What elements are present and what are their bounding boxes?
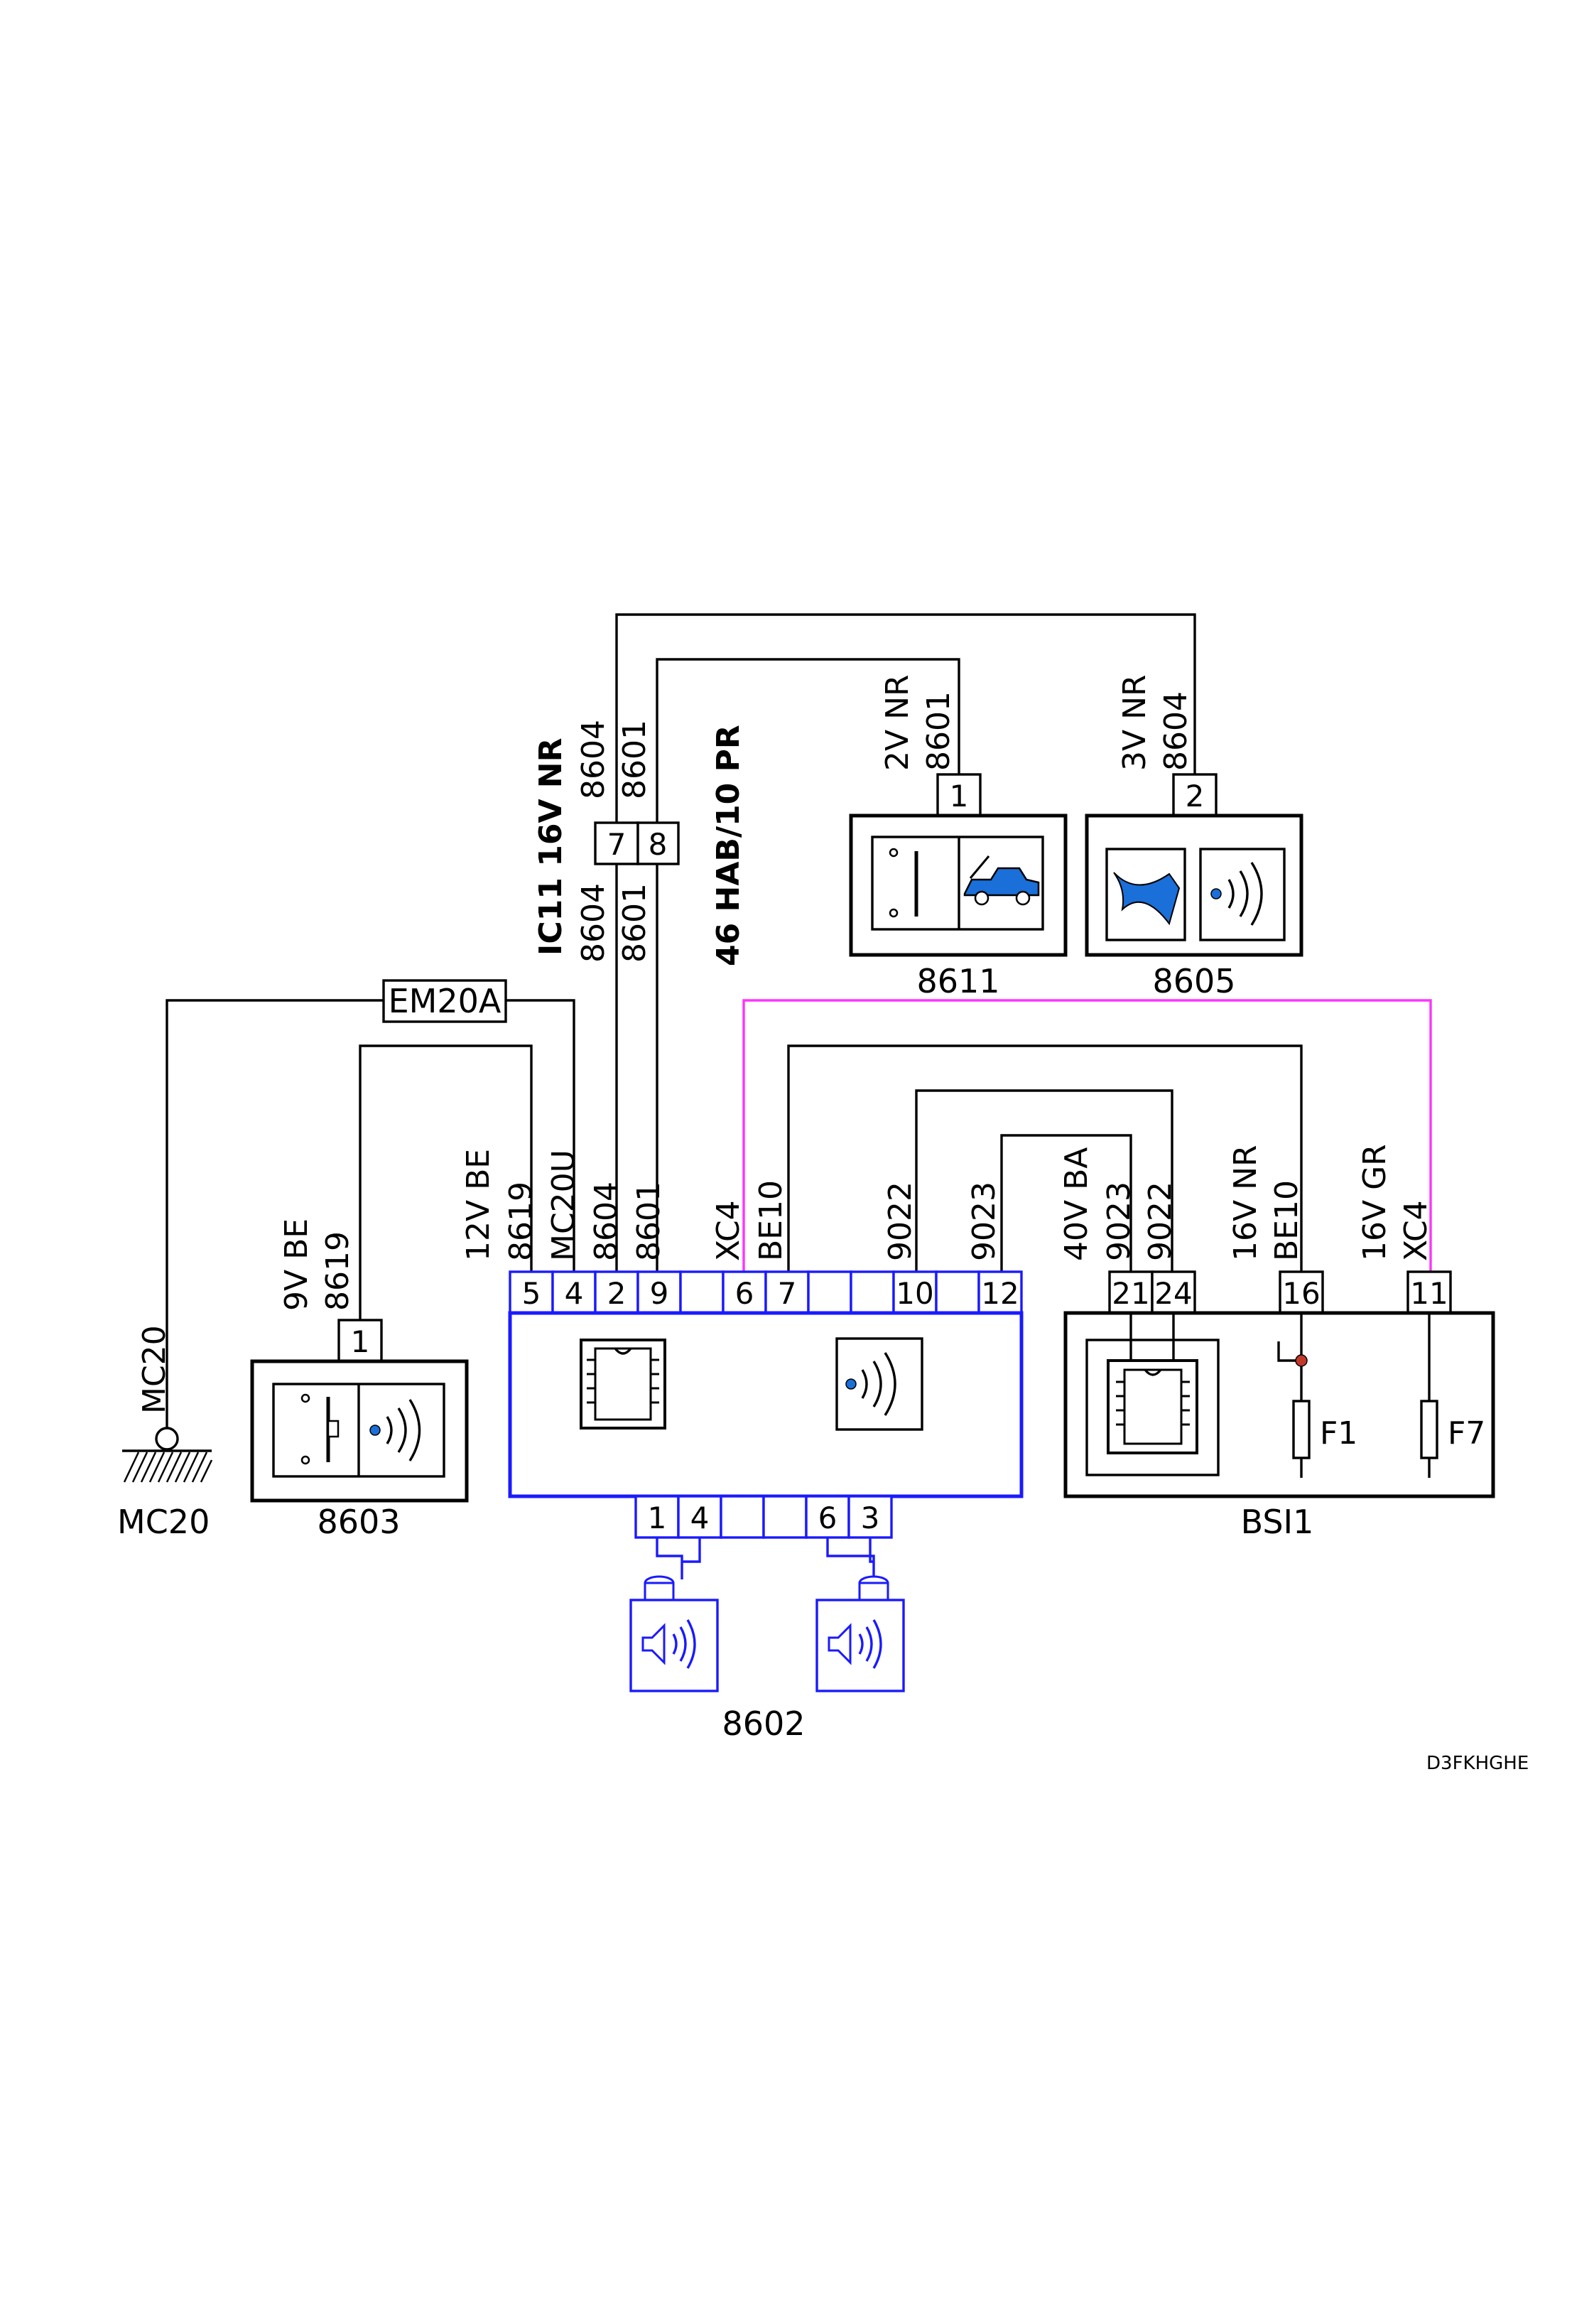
8602-pin-9: 9 [650, 1276, 669, 1311]
8602-pin-12: 12 [981, 1276, 1019, 1311]
label-8619: 8619 [503, 1182, 539, 1261]
ground-icon [155, 1427, 179, 1451]
8611-label: 8611 [916, 962, 999, 1000]
harness-note: 46 HAB/10 PR [710, 725, 747, 966]
speaker-icon [815, 1575, 905, 1692]
fuse-f7-icon [1420, 1400, 1438, 1459]
bsi-pin-24: 24 [1154, 1276, 1192, 1311]
em20a-label: EM20A [389, 982, 501, 1020]
label-bsi-xc4: XC4 [1398, 1200, 1434, 1261]
wire-8604-top [615, 613, 1196, 823]
label-12v-be: 12V BE [460, 1149, 497, 1261]
8602-pin-7: 7 [778, 1276, 797, 1311]
label-xc4: XC4 [710, 1200, 747, 1261]
8602-spk-pin-4: 4 [690, 1501, 710, 1535]
chip-icon [1107, 1313, 1198, 1454]
8602-pin-6: 6 [735, 1276, 754, 1311]
horn-icon [1113, 872, 1181, 926]
8602-spk-pin-6: 6 [818, 1501, 837, 1535]
label-8601: 8601 [631, 1182, 667, 1261]
8602-pin-10: 10 [896, 1276, 933, 1311]
label-40v-ba: 40V BA [1058, 1147, 1095, 1261]
label-mc20u: MC20U [546, 1150, 582, 1261]
8602-spk-pin-1: 1 [648, 1501, 667, 1535]
ground-label: MC20 [117, 1503, 210, 1541]
8602-label: 8602 [722, 1704, 805, 1743]
fuse-f1-icon [1292, 1400, 1311, 1459]
ground-mc20: MC20 [117, 1427, 213, 1541]
wire-8601-top [656, 658, 960, 823]
component-8611: 1 8611 [849, 773, 1068, 1000]
bsi-pin-21: 21 [1112, 1276, 1149, 1311]
component-8605: 2 8605 [1085, 773, 1303, 1000]
component-bsi1: 21 24 16 11 F1 F7 [1063, 1270, 1495, 1541]
label-8604-mid: 8604 [575, 883, 612, 963]
label-8611-conn: 2V NR [879, 674, 916, 771]
label-8603-conn: 9V BE [278, 1218, 315, 1311]
8605-label: 8605 [1152, 962, 1235, 1000]
alarm-sensor-icon [835, 1337, 923, 1431]
label-8604: 8604 [588, 1182, 624, 1261]
label-8604-top: 8604 [575, 720, 612, 799]
8602-bottom-pins: 1 4 6 3 [634, 1495, 893, 1539]
label-bsi-be10: BE10 [1269, 1180, 1305, 1261]
ic11-pin-8-box [636, 821, 680, 865]
label-8601-top: 8601 [617, 720, 653, 799]
wire-be10 [787, 1044, 1303, 1272]
8602-pin-4: 4 [565, 1276, 584, 1311]
8603-label: 8603 [317, 1503, 400, 1541]
label-8603-wire: 8619 [320, 1231, 356, 1311]
ic11-label: IC11 16V NR [533, 737, 569, 956]
connector-ic11: 7 8 IC11 16V NR 46 HAB/10 PR [533, 725, 747, 966]
wire-9023 [1000, 1134, 1132, 1272]
wire-9022 [915, 1089, 1173, 1272]
8602-spk-pin-3: 3 [861, 1501, 880, 1535]
wire-network [166, 613, 1432, 1428]
speaker-icon [629, 1575, 719, 1692]
label-mc20-wire: MC20 [136, 1325, 173, 1414]
ic11-pin-7: 7 [607, 827, 627, 862]
8611-pin-1: 1 [950, 779, 969, 814]
chip-icon [580, 1339, 666, 1429]
label-16v-nr: 16V NR [1227, 1145, 1264, 1261]
bsi-pin-11: 11 [1410, 1276, 1448, 1311]
8605-pin-2: 2 [1186, 779, 1205, 814]
fuse-f1-label: F1 [1320, 1415, 1357, 1452]
component-8602: 5 4 2 9 6 7 10 12 [508, 1270, 1024, 1743]
label-be10: BE10 [753, 1180, 789, 1261]
label-8605-conn: 3V NR [1117, 674, 1153, 771]
label-9022: 9022 [882, 1182, 918, 1261]
wire-labels: 8604 8601 8604 8601 8601 2V NR 8604 3V N… [136, 674, 1434, 1414]
wire-8619 [359, 1044, 533, 1320]
fuse-f7-label: F7 [1448, 1415, 1485, 1452]
alarm-sensor-icon [1210, 862, 1263, 926]
8602-top-pins: 5 4 2 9 6 7 10 12 [509, 1270, 1023, 1314]
ic11-pin-7-box [594, 821, 639, 865]
splice-em20a: EM20A [382, 979, 507, 1023]
label-9023: 9023 [966, 1182, 1002, 1261]
label-8601-mid: 8601 [617, 883, 653, 963]
diagram-code: D3FKHGHE [1426, 1753, 1529, 1774]
8602-pin-5: 5 [522, 1276, 541, 1311]
ic11-pin-8: 8 [649, 827, 668, 862]
8603-pin-1: 1 [351, 1324, 370, 1359]
wire-mc20 [166, 999, 384, 1428]
label-16v-gr: 16V GR [1357, 1144, 1393, 1261]
bsi-pin-16: 16 [1282, 1276, 1320, 1311]
label-8611-wire: 8601 [921, 691, 957, 771]
label-bsi-9022: 9022 [1142, 1182, 1178, 1261]
component-8603: 1 8603 [250, 1319, 469, 1541]
label-bsi-9023: 9023 [1101, 1182, 1137, 1261]
label-8605-wire: 8604 [1158, 691, 1194, 771]
car-icon [963, 855, 1040, 906]
wire-mc20u [506, 999, 575, 1272]
wire-xc4 [742, 999, 1432, 1272]
8602-pin-2: 2 [607, 1276, 627, 1311]
alarm-sensor-icon [369, 1399, 421, 1461]
bsi-label: BSI1 [1241, 1503, 1314, 1541]
